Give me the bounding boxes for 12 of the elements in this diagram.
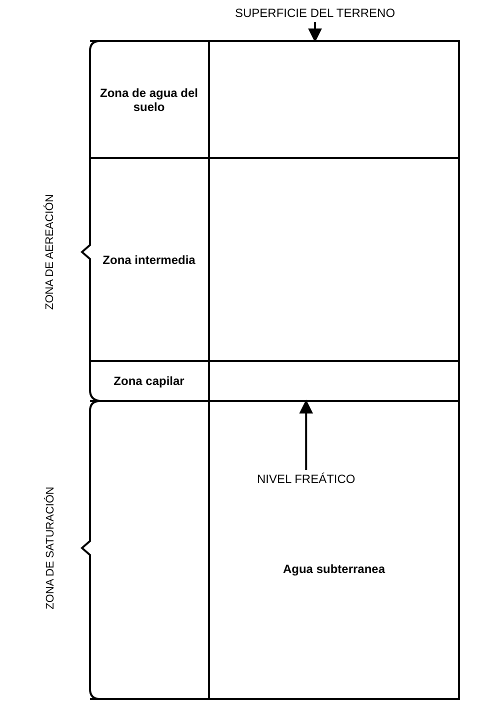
zone-label: Zona intermedia [102, 252, 196, 266]
zone-label: Zona capilar [114, 374, 184, 388]
arrow [299, 400, 314, 470]
zone-cell [208, 400, 460, 700]
zone-group-label: ZONA DE SATURACIÓN [44, 486, 56, 610]
region-label: Agua subterranea [282, 562, 386, 576]
zone-group-label: ZONA DE AEREACIÓN [44, 194, 56, 310]
zone-cell [208, 40, 460, 159]
zone-label: Zona de agua del suelo [98, 86, 199, 114]
arrow [308, 22, 322, 42]
water-table-label: NIVEL FREÁTICO [257, 472, 356, 486]
ground-surface-label: SUPERFICIE DEL TERRENO [235, 6, 396, 20]
